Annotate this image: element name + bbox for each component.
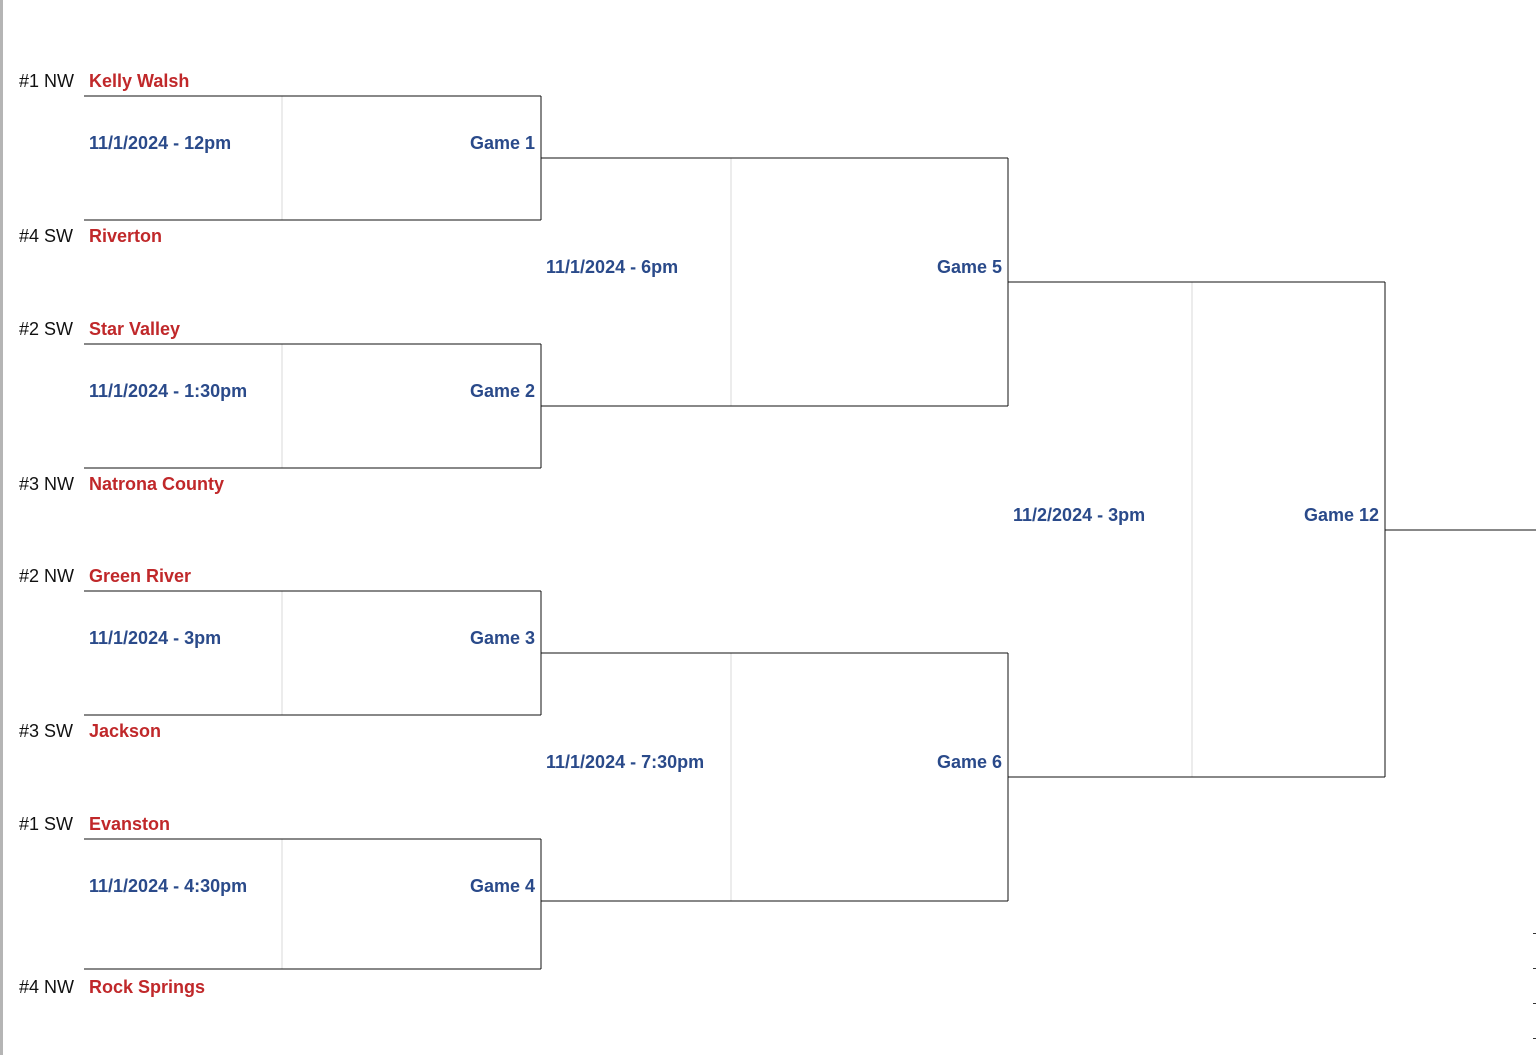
game-1-time: 11/1/2024 - 12pm [89, 133, 232, 153]
game-6-time: 11/1/2024 - 7:30pm [546, 752, 705, 772]
team-name: Evanston [89, 814, 171, 834]
game-3-label: Game 3 [469, 628, 535, 648]
team-name: Riverton [89, 226, 163, 246]
seed-label: #3 SW [19, 721, 74, 741]
team-name: Natrona County [89, 474, 224, 494]
team-name: Jackson [89, 721, 162, 741]
game-4-label: Game 4 [469, 876, 535, 896]
game-6-label: Game 6 [936, 752, 1002, 772]
game-2-label: Game 2 [469, 381, 535, 401]
seed-label: #2 NW [19, 566, 75, 586]
game-1-label: Game 1 [469, 133, 535, 153]
game-5-time: 11/1/2024 - 6pm [546, 257, 679, 277]
game-2-time: 11/1/2024 - 1:30pm [89, 381, 248, 401]
seed-label: #1 SW [19, 814, 74, 834]
edge-tick [1533, 968, 1536, 969]
team-name: Star Valley [89, 319, 181, 339]
game-5-label: Game 5 [936, 257, 1002, 277]
game-3-time: 11/1/2024 - 3pm [89, 628, 222, 648]
edge-tick [1533, 933, 1536, 934]
team-name: Kelly Walsh [89, 71, 190, 91]
seed-label: #4 SW [19, 226, 74, 246]
seed-label: #3 NW [19, 474, 75, 494]
seed-label: #4 NW [19, 977, 75, 997]
page-left-border [0, 0, 3, 1055]
team-name: Rock Springs [89, 977, 206, 997]
seed-label: #2 SW [19, 319, 74, 339]
game-12-time: 11/2/2024 - 3pm [1013, 505, 1146, 525]
game-12-label: Game 12 [1303, 505, 1379, 525]
seed-label: #1 NW [19, 71, 75, 91]
team-name: Green River [89, 566, 192, 586]
edge-tick [1533, 1038, 1536, 1039]
game-4-time: 11/1/2024 - 4:30pm [89, 876, 248, 896]
edge-tick [1533, 1003, 1536, 1004]
